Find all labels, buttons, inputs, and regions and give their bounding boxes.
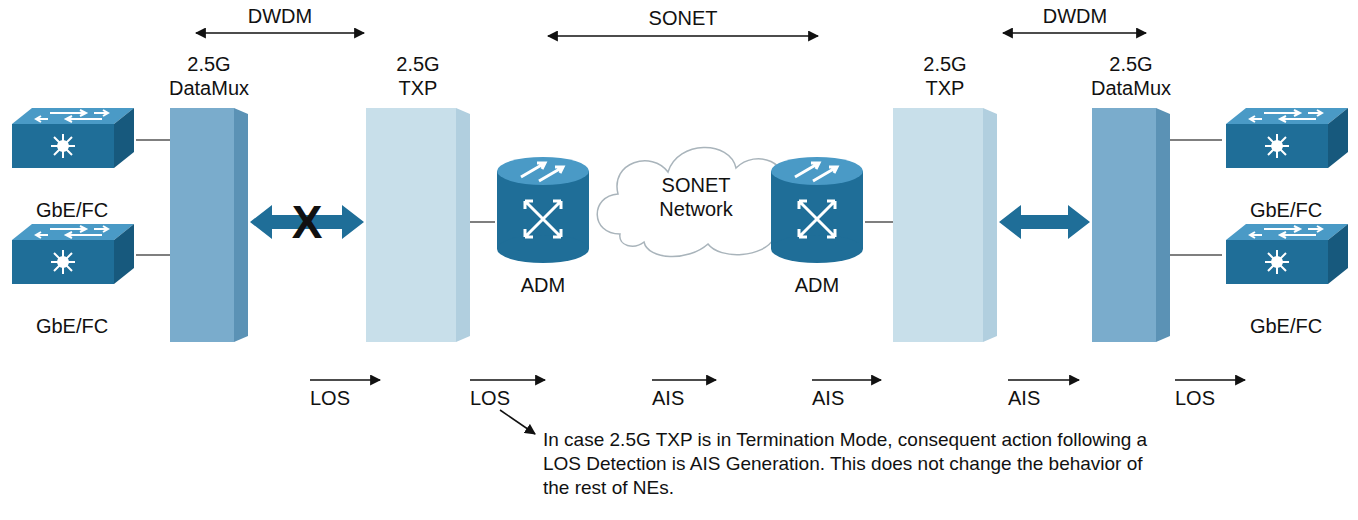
- adm-router: ADM: [495, 155, 591, 297]
- switch-node: GbE/FC: [8, 222, 136, 338]
- label-holder: LOS: [310, 386, 350, 410]
- label-holder: SONET: [583, 6, 783, 30]
- signal-label: LOS: [470, 386, 510, 410]
- span-arrow: [196, 32, 364, 34]
- shelf-heading: 2.5G DataMux: [1081, 52, 1181, 100]
- span-label: SONET: [583, 6, 783, 30]
- equipment-shelf: 2.5G DataMux: [1092, 52, 1170, 342]
- switch-node: GbE/FC: [1222, 106, 1350, 222]
- label-holder: LOS: [470, 386, 510, 410]
- signal-label: AIS: [652, 386, 684, 410]
- shelf-box: [1092, 108, 1170, 342]
- router-icon: [769, 155, 865, 265]
- switch-node: GbE/FC: [8, 106, 136, 222]
- link-line: [865, 221, 893, 223]
- signal-arrow: [812, 379, 881, 381]
- device-label: ADM: [769, 273, 865, 297]
- signal-arrow: [470, 379, 545, 381]
- switch-icon: [8, 222, 136, 286]
- link-line: [1170, 139, 1222, 141]
- shelf-heading: 2.5G TXP: [914, 52, 976, 100]
- signal-arrow: [1175, 379, 1245, 381]
- label-holder: LOS: [1175, 386, 1215, 410]
- shelf-box: [893, 108, 997, 342]
- switch-node: GbE/FC: [1222, 222, 1350, 338]
- network-label: SONET Network: [641, 173, 751, 221]
- fault-mark: X: [267, 199, 347, 245]
- fiber-arrow: [999, 205, 1090, 239]
- signal-label: LOS: [310, 386, 350, 410]
- signal-arrows: [310, 380, 1245, 434]
- span-label: DWDM: [180, 4, 380, 28]
- device-label: ADM: [495, 273, 591, 297]
- link-line: [1170, 254, 1222, 256]
- span-arrow: [1003, 32, 1146, 34]
- equipment-shelf: 2.5G DataMux: [170, 52, 248, 342]
- link-line: [470, 221, 495, 223]
- label-holder: DWDM: [180, 4, 380, 28]
- link-line: [136, 139, 170, 141]
- shelf-box: [366, 108, 470, 342]
- span-arrow: [548, 35, 818, 37]
- device-label: GbE/FC: [1222, 198, 1350, 222]
- signal-arrow: [1008, 379, 1079, 381]
- shelf-heading: 2.5G TXP: [387, 52, 449, 100]
- equipment-shelf: 2.5G TXP: [893, 52, 997, 342]
- signal-label: AIS: [812, 386, 844, 410]
- label-holder: AIS: [812, 386, 844, 410]
- edge-label-holder: X: [267, 199, 347, 245]
- adm-router: ADM: [769, 155, 865, 297]
- shelf-heading: 2.5G DataMux: [159, 52, 259, 100]
- shelf-box: [170, 108, 248, 342]
- device-label: GbE/FC: [1222, 314, 1350, 338]
- switch-icon: [1222, 222, 1350, 286]
- switch-icon: [1222, 106, 1350, 170]
- link-line: [136, 254, 170, 256]
- device-label: GbE/FC: [8, 314, 136, 338]
- label-holder: AIS: [652, 386, 684, 410]
- signal-arrow: [310, 379, 380, 381]
- device-label: GbE/FC: [8, 198, 136, 222]
- signal-label: AIS: [1008, 386, 1040, 410]
- equipment-shelf: 2.5G TXP: [366, 52, 470, 342]
- label-holder: AIS: [1008, 386, 1040, 410]
- signal-arrow: [652, 379, 716, 381]
- router-icon: [495, 155, 591, 265]
- span-label: DWDM: [975, 4, 1175, 28]
- switch-icon: [8, 106, 136, 170]
- span-arrows: [196, 33, 1146, 36]
- label-holder: In case 2.5G TXP is in Termination Mode,…: [543, 428, 1163, 499]
- note-text: In case 2.5G TXP is in Termination Mode,…: [543, 428, 1163, 499]
- label-holder: DWDM: [975, 4, 1175, 28]
- leader-line: [500, 410, 535, 434]
- signal-label: LOS: [1175, 386, 1215, 410]
